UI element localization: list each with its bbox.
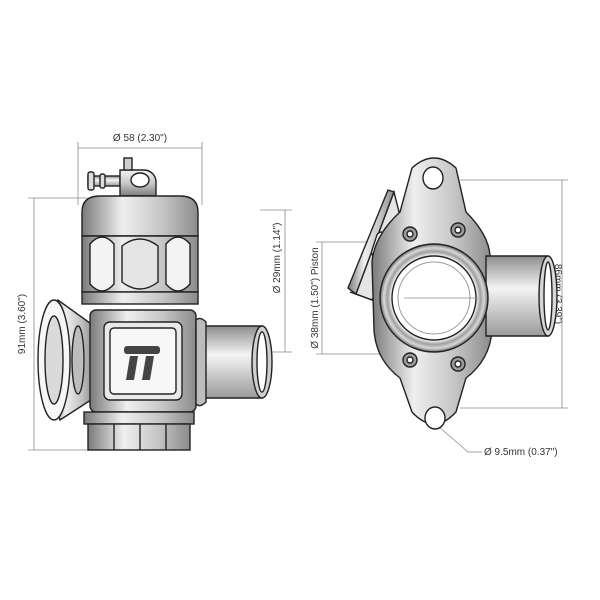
height-label: 91mm (3.60") xyxy=(17,294,28,354)
hole-diameter-label: Ø 9.5mm (0.37") xyxy=(484,447,558,458)
hole-diameter-dimension: Ø 9.5mm (0.37") xyxy=(437,425,558,458)
height-dimension: 91mm (3.60") xyxy=(17,197,98,451)
top-diameter-label: Ø 58 (2.30") xyxy=(113,133,167,144)
valve-top-cap xyxy=(81,195,199,305)
piston-bore xyxy=(379,243,489,353)
flange-view: 86mm (3.39") Ø 38mm (1.50") Piston Ø 9.5… xyxy=(310,157,568,458)
top-mount-hole xyxy=(422,166,444,190)
top-diameter-dimension: Ø 58 (2.30") xyxy=(77,133,203,205)
bottom-mount-hole xyxy=(424,406,446,430)
outlet-trumpet xyxy=(37,298,95,422)
piston-diameter-label: Ø 38mm (1.50") Piston xyxy=(310,247,321,348)
vacuum-nipple xyxy=(87,157,157,197)
inlet-diameter-label: Ø 29mm (1.14") xyxy=(272,223,283,294)
turbosmart-logo-icon xyxy=(124,346,160,380)
valve-main-body xyxy=(89,309,197,413)
valve-base-flange xyxy=(83,411,195,451)
side-view: Ø 58 (2.30") 91mm (3.60") Ø 29mm (1.14") xyxy=(17,133,292,451)
flange-inlet-pipe xyxy=(485,255,558,337)
flange-bolts xyxy=(402,222,466,372)
inlet-pipe xyxy=(195,317,273,407)
